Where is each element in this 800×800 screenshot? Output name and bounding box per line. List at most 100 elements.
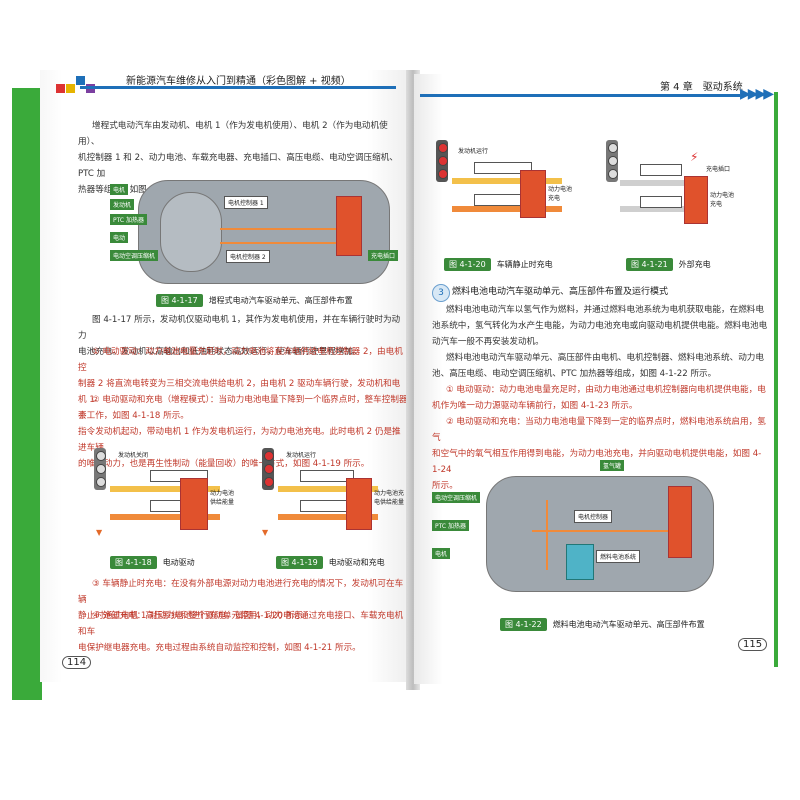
battery-pack bbox=[336, 196, 362, 256]
header-rule bbox=[420, 94, 740, 97]
hv-cable bbox=[220, 242, 336, 244]
paragraph-2: 图 4-1-17 所示，发动机仅驱动电机 1，其作为发电机使用，并在车辆行驶时为… bbox=[78, 312, 408, 360]
battery-label: 充电 bbox=[548, 195, 561, 202]
text-line: ③ 车辆静止时充电：在没有外部电源对动力电池进行充电的情况下，发动机可在车辆 bbox=[78, 579, 404, 605]
traffic-light-icon bbox=[436, 140, 448, 182]
item-3: ③ 车辆静止时充电：在没有外部电源对动力电池进行充电的情况下，发动机可在车辆 静… bbox=[78, 576, 408, 624]
text-line: 不工作，如图 4-1-18 所示。 bbox=[78, 411, 189, 421]
text-line: 电保护继电器充电。充电过程由系统自动监控和控制，如图 4-1-21 所示。 bbox=[78, 643, 361, 653]
caption-text: 燃料电池电动汽车驱动单元、高压部件布置 bbox=[552, 620, 705, 629]
book-title: 新能源汽车维修从入门到精通（彩色图解 + 视频） bbox=[126, 76, 351, 87]
energy-flow bbox=[110, 514, 220, 520]
traffic-light-icon bbox=[262, 448, 274, 490]
battery-pack bbox=[180, 478, 208, 530]
figure-number: 图 4-1-18 bbox=[110, 556, 157, 569]
charge-port-label: 充电插口 bbox=[706, 166, 731, 173]
header-rule bbox=[80, 86, 396, 89]
text-line: 所示。 bbox=[432, 481, 458, 491]
battery-label: 动力电池 bbox=[548, 186, 573, 193]
text-line: ④ 外部充电：高压系统和整个驱动单元停用，动力电池通过充电接口、车载充电机和车 bbox=[78, 611, 404, 637]
battery-pack bbox=[668, 486, 692, 558]
section-title: 燃料电池电动汽车驱动单元、高压部件布置及运行模式 bbox=[452, 287, 669, 297]
engine-state: 发动机运行 bbox=[458, 148, 489, 155]
battery-label: 供给能量 bbox=[210, 499, 235, 506]
label-ptc-heater: PTC 加热器 bbox=[110, 214, 148, 225]
right-item-2: ② 电动驱动和充电：当动力电池电量下降到一定的临界点时，燃料电池系统启用，氢气 … bbox=[432, 414, 768, 494]
figure-caption: 图 4-1-20 车辆静止时充电 bbox=[444, 258, 553, 271]
text-line: 静止时通过电机 1 对动力电池进行充电，如图 4-1-20 所示。 bbox=[78, 611, 312, 621]
header-square bbox=[76, 76, 85, 85]
battery-label: 动力电池 bbox=[710, 192, 735, 199]
energy-flow bbox=[452, 178, 562, 184]
text-line: 机作为唯一动力源驱动车辆前行，如图 4-1-23 所示。 bbox=[432, 401, 638, 411]
text-line: 燃料电池电动汽车以氢气作为燃料，并通过燃料电池系统为电机获取电能，在燃料电 bbox=[446, 305, 764, 315]
page-number-left: 114 bbox=[62, 656, 92, 669]
label-engine: 发动机 bbox=[110, 199, 135, 210]
caption-text: 车辆静止时充电 bbox=[496, 260, 553, 269]
motor-controller: 电机控制器 bbox=[574, 510, 613, 523]
right-header: 第 4 章 驱动系统 ▶▶▶▶ bbox=[420, 76, 774, 102]
header-square bbox=[56, 84, 65, 93]
label-hydrogen-tank: 氢气罐 bbox=[600, 460, 625, 471]
text-line: 池、高压电缆、电动空调压缩机、PTC 加热器等组成，如图 4-1-22 所示。 bbox=[432, 369, 717, 379]
text-line: ① 电动驱动：动力电池电量充足时，由动力电池通过电机控制器向电机提供电能，电 bbox=[446, 385, 766, 395]
left-cover-edge bbox=[12, 88, 42, 700]
hv-cable bbox=[546, 500, 548, 570]
chevrons-right-icon: ▶▶▶▶ bbox=[740, 86, 774, 102]
section-number-badge: 3 bbox=[432, 284, 450, 302]
battery-label: 充电 bbox=[710, 201, 723, 208]
text-line: 指令发动机起动，带动电机 1 作为发电机运行，为动力电池充电。此时电机 2 仍是… bbox=[78, 427, 401, 453]
text-line: 制器 2 将直流电转变为三相交流电供给电机 2，由电机 2 驱动车辆行驶，发动机… bbox=[78, 379, 401, 405]
right-item-1: ① 电动驱动：动力电池电量充足时，由动力电池通过电机控制器向电机提供电能，电 机… bbox=[432, 382, 768, 414]
text-line: 热器等组成，如图 4-1-17 所示。 bbox=[78, 185, 207, 195]
text-line: 和空气中的氧气相互作用得到电能，为动力电池充电，并向驱动电机提供电能，如图 4-… bbox=[432, 449, 762, 475]
figure-number: 图 4-1-21 bbox=[626, 258, 673, 271]
figure-number: 图 4-1-19 bbox=[276, 556, 323, 569]
item-4: ④ 外部充电：高压系统和整个驱动单元停用，动力电池通过充电接口、车载充电机和车 … bbox=[78, 608, 408, 656]
battery-label: 动力电池 bbox=[210, 490, 235, 497]
energy-flow bbox=[278, 486, 378, 492]
right-paragraph-1: 燃料电池电动汽车以氢气作为燃料，并通过燃料电池系统为电机获取电能，在燃料电 池系… bbox=[432, 302, 768, 350]
text-line: 动汽车一般不再安装发动机。 bbox=[432, 337, 544, 347]
battery-label: 动力电池充 bbox=[374, 490, 405, 497]
fuel-cell-system: 燃料电池系统 bbox=[596, 550, 641, 563]
text-line: 电池充电。发动机以高输出和低油耗状态高效运行，使车辆行驶里程增加。 bbox=[78, 347, 362, 357]
traffic-light-icon bbox=[606, 140, 618, 182]
header-square bbox=[66, 84, 75, 93]
figure-number: 图 4-1-17 bbox=[156, 294, 203, 307]
hv-cable bbox=[220, 228, 336, 230]
component-box bbox=[474, 162, 532, 174]
label-ac-compressor: 电动空调压缩机 bbox=[110, 250, 159, 261]
arrow-down-icon: ▼ bbox=[96, 528, 103, 537]
battery-pack bbox=[346, 478, 372, 530]
left-header: 新能源汽车维修从入门到精通（彩色图解 + 视频） bbox=[56, 72, 398, 100]
label-electric: 电动 bbox=[110, 232, 129, 243]
motor-controller-2: 电机控制器 2 bbox=[226, 250, 270, 263]
label-motor: 电机 bbox=[110, 184, 129, 195]
figure-caption: 图 4-1-22 燃料电池电动汽车驱动单元、高压部件布置 bbox=[500, 618, 705, 631]
component-box bbox=[640, 164, 682, 176]
traffic-light-icon bbox=[94, 448, 106, 490]
component-box bbox=[640, 196, 682, 208]
caption-text: 增程式电动汽车驱动单元、高压部件布置 bbox=[208, 296, 353, 305]
battery-label: 电供给能量 bbox=[374, 499, 405, 506]
figure-number: 图 4-1-20 bbox=[444, 258, 491, 271]
plug-icon: ⚡ bbox=[690, 150, 699, 164]
figure-number: 图 4-1-22 bbox=[500, 618, 547, 631]
caption-text: 电动驱动 bbox=[162, 558, 195, 567]
energy-flow bbox=[110, 486, 220, 492]
figure-caption: 图 4-1-19 电动驱动和充电 bbox=[276, 556, 385, 569]
energy-flow bbox=[620, 206, 690, 212]
component-box bbox=[300, 470, 354, 482]
label-ptc-heater: PTC 加热器 bbox=[432, 520, 470, 531]
energy-flow bbox=[452, 206, 562, 212]
text-line: 燃料电池电动汽车驱动单元、高压部件由电机、电机控制器、燃料电池系统、动力电 bbox=[446, 353, 764, 363]
caption-text: 电动驱动和充电 bbox=[328, 558, 385, 567]
item-1: ① 电动驱动：动力电池电量充足时，动力电池将直流电供给电机控制器 2，由电机控 … bbox=[78, 344, 408, 424]
battery-pack bbox=[520, 170, 546, 218]
arrow-down-icon: ▼ bbox=[262, 528, 269, 537]
figure-caption: 图 4-1-17 增程式电动汽车驱动单元、高压部件布置 bbox=[156, 294, 353, 307]
label-ac-compressor: 电动空调压缩机 bbox=[432, 492, 481, 503]
item-2: ② 电动驱动和充电（增程模式）：当动力电池电量下降到一个临界点时，整车控制器会 … bbox=[78, 392, 408, 472]
text-line: ① 电动驱动：动力电池电量充足时，动力电池将直流电供给电机控制器 2，由电机控 bbox=[78, 347, 403, 373]
